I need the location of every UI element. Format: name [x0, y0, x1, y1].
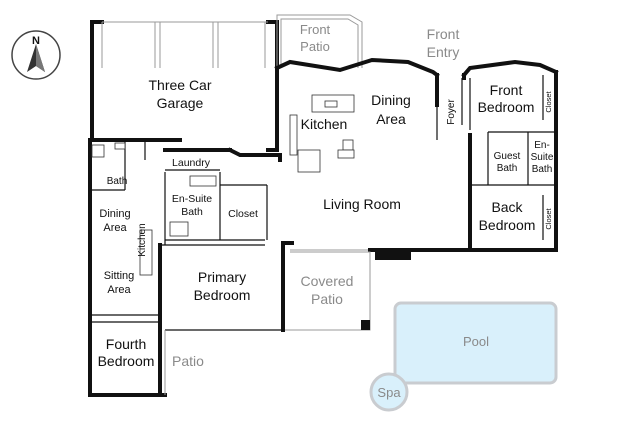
spa-label: Spa [377, 385, 401, 400]
left-wing-walls [88, 138, 285, 397]
bath-left-label: Bath [107, 176, 128, 187]
pool-label: Pool [463, 334, 489, 349]
primary-closet-label: Closet [228, 208, 258, 220]
compass-icon: N [11, 30, 61, 80]
covered-patio-outline [285, 251, 371, 331]
interior-walls [436, 75, 556, 240]
front-closet-label: Closet [544, 90, 553, 112]
back-closet-label: Closet [544, 207, 553, 229]
kitchen-label: Kitchen [301, 116, 348, 132]
kitchen-left-label: Kitchen [137, 223, 148, 256]
patio-label: Patio [172, 353, 204, 369]
front-patio-outline [276, 14, 363, 68]
kitchen-fixtures [289, 94, 355, 173]
laundry-label: Laundry [172, 157, 211, 169]
spa [369, 372, 409, 412]
living-room-label: Living Room [323, 196, 401, 212]
foyer-label: Foyer [446, 99, 457, 125]
compass-label: N [32, 35, 40, 47]
pool [393, 301, 558, 385]
